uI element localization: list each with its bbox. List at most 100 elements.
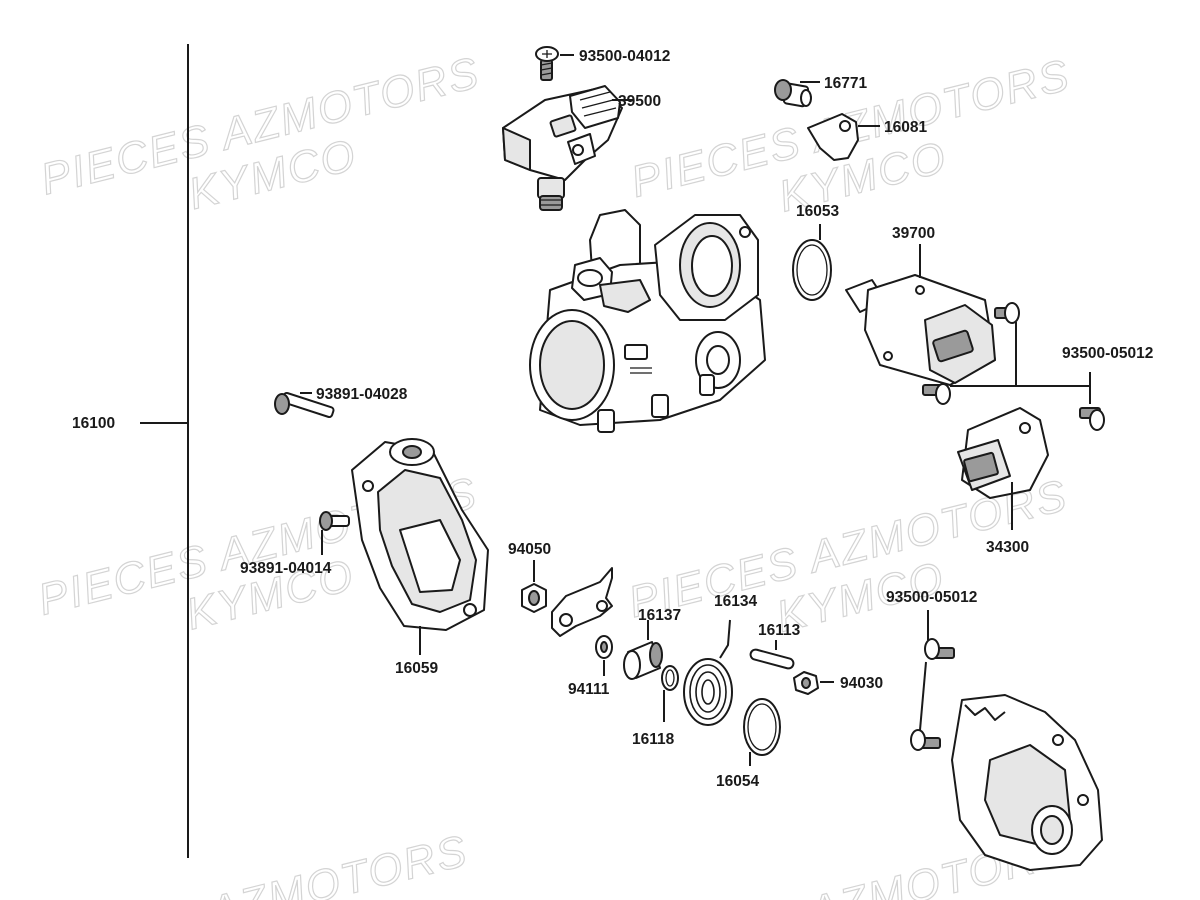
screw-head bbox=[924, 638, 940, 660]
washer-hole bbox=[600, 641, 608, 653]
throttle-linkage-arm bbox=[599, 279, 651, 313]
screw-cross bbox=[542, 50, 552, 58]
housing-screw-hole bbox=[1077, 794, 1089, 806]
part-label-16134: 16134 bbox=[714, 593, 757, 610]
tps-mount-hole bbox=[1019, 422, 1031, 434]
part-label-39700: 39700 bbox=[892, 225, 935, 242]
cover-screw-hole bbox=[463, 603, 477, 617]
part-throttle-position-sensor-34300 bbox=[957, 407, 1049, 499]
part-ring-16118 bbox=[661, 665, 679, 691]
o-ring-inner bbox=[796, 244, 828, 296]
cover-pivot-hole bbox=[402, 445, 422, 459]
part-nut-94030 bbox=[793, 671, 819, 695]
valve-mount-hole bbox=[883, 351, 893, 361]
part-label-94050: 94050 bbox=[508, 541, 551, 558]
part-label-16054: 16054 bbox=[716, 773, 759, 790]
arm-plate-hole bbox=[596, 600, 608, 612]
part-screw-93500-05012 bbox=[910, 729, 941, 751]
throttle-marking bbox=[630, 367, 652, 374]
spring-coil bbox=[695, 671, 721, 713]
part-throttle-arm-plate bbox=[551, 567, 613, 637]
part-plate-16081 bbox=[807, 113, 859, 161]
screw-head bbox=[1089, 409, 1105, 431]
part-bolt-93891-04014 bbox=[319, 511, 350, 531]
part-pin-16113 bbox=[749, 648, 795, 670]
part-screw-93500-05012 bbox=[922, 383, 951, 405]
part-bolt-93891-04028 bbox=[274, 391, 335, 419]
part-label-16113: 16113 bbox=[758, 622, 801, 639]
spring-coil bbox=[689, 664, 727, 720]
part-label-34300: 34300 bbox=[986, 539, 1029, 556]
screw-head bbox=[1004, 302, 1020, 324]
throttle-foot bbox=[597, 409, 615, 433]
arm-plate-hole bbox=[559, 613, 573, 627]
part-label-93891-04014: 93891-04014 bbox=[240, 560, 332, 577]
part-label-94111: 94111 bbox=[568, 681, 610, 698]
assembly-bracket-16100: 16100 bbox=[72, 44, 189, 858]
cover-recess bbox=[399, 519, 461, 593]
screw-head bbox=[910, 729, 926, 751]
part-idle-air-valve-39700 bbox=[845, 274, 996, 386]
o-ring-outer bbox=[743, 698, 781, 756]
throttle-badge bbox=[624, 344, 648, 360]
screw-thread bbox=[540, 62, 553, 76]
part-o-ring-16054 bbox=[743, 698, 781, 756]
part-screw-93500-05012 bbox=[1079, 407, 1105, 431]
tps-socket bbox=[963, 451, 999, 483]
leader-line bbox=[919, 661, 927, 731]
part-throttle-body bbox=[529, 209, 766, 433]
throttle-foot bbox=[699, 374, 715, 396]
valve-mount-hole bbox=[915, 285, 925, 295]
spring-hook bbox=[719, 619, 731, 659]
sensor-side bbox=[502, 127, 531, 171]
part-label-16081: 16081 bbox=[884, 119, 927, 136]
housing-screw-hole bbox=[1052, 734, 1064, 746]
valve-connector-socket bbox=[932, 329, 974, 363]
part-screw-93500-05012 bbox=[924, 638, 955, 660]
throttle-foot bbox=[651, 394, 669, 418]
part-bolt-16771 bbox=[774, 79, 812, 108]
ring-outer bbox=[661, 665, 679, 691]
screw-head bbox=[935, 383, 951, 405]
plate-hole bbox=[839, 120, 851, 132]
throttle-intake-bore-inner bbox=[539, 320, 605, 410]
bushing-face bbox=[623, 650, 641, 680]
throttle-side-boss-hole bbox=[706, 345, 730, 375]
part-label-93500-04012: 93500-04012 bbox=[579, 48, 670, 65]
nut-hole bbox=[528, 590, 540, 606]
housing-boss-hole bbox=[1040, 815, 1064, 845]
nut-hole bbox=[801, 677, 811, 689]
leader-line bbox=[950, 322, 1091, 404]
part-bushing-16137 bbox=[623, 641, 663, 680]
spring-coil bbox=[683, 658, 733, 726]
connector-ribs bbox=[579, 91, 617, 117]
sensor-bolt-hole bbox=[572, 144, 584, 156]
part-label-39500: 39500 bbox=[618, 93, 661, 110]
part-throttle-housing-cover bbox=[951, 694, 1103, 871]
fitting-hole bbox=[577, 269, 603, 287]
bolt-head bbox=[774, 79, 792, 101]
part-map-sensor-39500 bbox=[502, 85, 623, 211]
part-washer-94111 bbox=[595, 635, 613, 659]
flange-bolt-hole bbox=[739, 226, 751, 238]
bolt-head bbox=[319, 511, 333, 531]
part-label-16100: 16100 bbox=[72, 415, 115, 432]
sensor-o-ring bbox=[540, 199, 562, 206]
part-label-93500-05012: 93500-05012 bbox=[886, 589, 977, 606]
sensor-port-tip bbox=[539, 195, 563, 211]
part-screw-93500-04012 bbox=[535, 46, 559, 81]
bolt-head bbox=[274, 393, 290, 415]
part-label-16771: 16771 bbox=[824, 75, 867, 92]
spring-coil bbox=[701, 679, 715, 705]
part-label-94030: 94030 bbox=[840, 675, 883, 692]
part-spring-16134 bbox=[683, 619, 733, 726]
throttle-flange-bore-inner bbox=[691, 235, 733, 297]
part-label-16137: 16137 bbox=[638, 607, 681, 624]
sensor-connector bbox=[569, 85, 621, 129]
part-nut-94050 bbox=[521, 583, 547, 613]
housing-top-edge bbox=[964, 704, 1006, 721]
bushing-end bbox=[649, 642, 663, 668]
part-label-93891-04028: 93891-04028 bbox=[316, 386, 408, 403]
bolt-end bbox=[800, 89, 812, 107]
